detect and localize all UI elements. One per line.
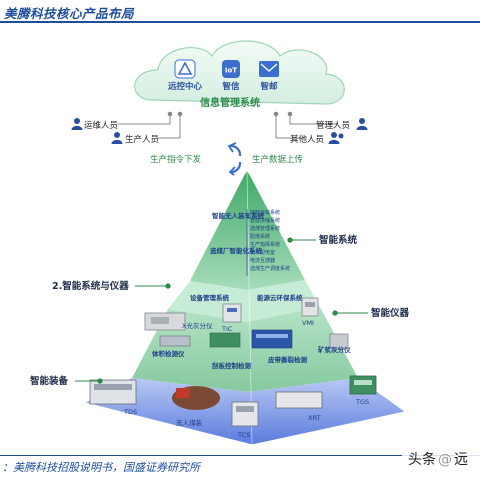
top-list-item: 选煤管理系统: [250, 225, 280, 232]
person-icon-ops: [71, 118, 83, 130]
equipment-tgs-machine: [349, 375, 377, 395]
person-icon-others: [328, 132, 344, 144]
cycle-arrows-icon: [227, 142, 242, 176]
band-item-equipment: 设备管理系统: [190, 293, 230, 302]
watermark-separator: @: [438, 452, 452, 468]
pyramid-middle-tier: [132, 307, 358, 392]
top-list-item: 电流互感器: [250, 257, 275, 264]
personnel-label-manager: 管理人员: [316, 120, 350, 131]
top-list-item: 配煤系统: [250, 233, 270, 240]
flow-label-down: 生产指令下发: [150, 154, 202, 165]
cloud-app-label-mail: 智邮: [259, 81, 278, 92]
iot-badge: IoT: [225, 67, 237, 75]
page-title: 美腾科技核心产品布局: [4, 6, 135, 21]
pyramid-band-tier: [168, 280, 320, 322]
top-item-plant: 选煤厂智能化系统: [210, 246, 263, 255]
instrument-label-vmi: VMI: [302, 319, 314, 327]
person-icon-production: [111, 132, 123, 144]
mail-icon: [259, 61, 279, 77]
equipment-tds-machine: [89, 379, 137, 405]
equipment-label-loader: 无人煤装: [176, 418, 203, 427]
equipment-label-tcs: TCS: [237, 431, 250, 439]
side-label-smart-instrument: 智能仪器: [371, 307, 410, 319]
footer-rule: [0, 455, 480, 456]
middle-machine-volume: [159, 335, 191, 347]
top-item-loading: 智能无人装车系统: [212, 211, 265, 220]
middle-item-slurry: 矿浆灰分仪: [318, 345, 351, 354]
watermark-text-a: 头条: [408, 452, 436, 468]
instrument-tic-machine: [222, 303, 242, 323]
equipment-label-tgs: TGS: [355, 398, 369, 406]
cloud-app-label-iot: 智信: [221, 81, 240, 92]
flow-label-up: 生产数据上传: [252, 154, 304, 165]
remote-control-icon: [174, 59, 196, 79]
title-rule: [0, 21, 480, 23]
middle-machine-scraper: [209, 332, 241, 348]
band-item-energy: 能源云环保系统: [257, 293, 303, 302]
pyramid-top-tier: [190, 170, 305, 290]
pyramid: [84, 169, 406, 446]
equipment-label-tds: TDS: [123, 408, 137, 416]
instrument-label-xray: X光灰分仪: [182, 321, 213, 330]
middle-item-volume: 体积检测仪: [152, 349, 185, 358]
top-list-item: 无人配电室: [250, 249, 275, 256]
side-label-system-instrument: 2.智能系统与仪器: [52, 280, 129, 292]
equipment-label-xrt: XRT: [308, 414, 320, 422]
cloud-system-label: 信息管理系统: [200, 96, 260, 109]
middle-item-scraper: 刮板控制检测: [212, 361, 252, 370]
person-icon-manager: [356, 118, 368, 130]
instrument-xray-machine: [144, 312, 186, 331]
instrument-label-tic: TIC: [221, 325, 233, 333]
watermark-text-b: 远: [454, 452, 468, 468]
equipment-tcs-machine: [231, 401, 259, 427]
top-list-item: 选煤生产调度系统: [250, 265, 290, 272]
instrument-vmi-machine: [301, 297, 319, 317]
personnel-label-ops: 运维人员: [84, 120, 118, 131]
personnel-label-production: 生产人员: [125, 134, 159, 145]
middle-item-belt: 皮带撕裂检测: [268, 355, 308, 364]
side-connectors: [75, 237, 368, 384]
watermark: 头条@远: [402, 447, 480, 473]
middle-machine-slurry: [329, 333, 349, 349]
equipment-xrt-machine: [275, 391, 323, 409]
top-list-item: 储装运输系统: [250, 209, 280, 216]
side-label-smart-system: 智能系统: [319, 234, 358, 246]
source-note: ：美腾科技招股说明书，国盛证券研究所: [2, 461, 200, 474]
side-label-smart-equipment: 智能装备: [30, 375, 69, 387]
top-list-item: 智能浓缩系统: [250, 217, 280, 224]
equipment-unmanned-loader: [172, 386, 220, 410]
cloud-app-label-remote: 远控中心: [168, 81, 203, 92]
middle-machine-belt: [251, 329, 293, 349]
top-list-item: 生产指挥系统: [250, 241, 280, 248]
iot-icon: IoT: [222, 60, 240, 78]
personnel-label-others: 其他人员: [290, 134, 324, 145]
personnel-connectors: [118, 111, 338, 139]
